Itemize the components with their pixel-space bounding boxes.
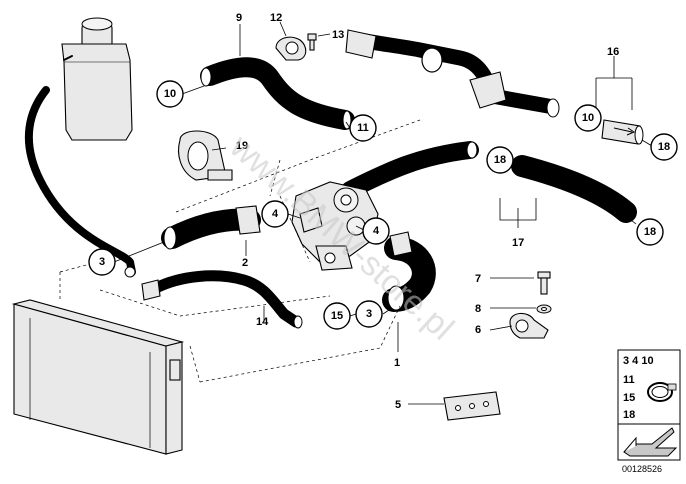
callout-4-left: 4	[261, 200, 289, 228]
hose-17	[511, 155, 637, 223]
svg-text:3: 3	[99, 256, 105, 268]
svg-text:10: 10	[582, 112, 594, 124]
svg-text:18: 18	[494, 154, 506, 166]
expansion-tank	[61, 17, 133, 141]
svg-text:3: 3	[366, 308, 372, 320]
label-2: 2	[242, 257, 248, 269]
svg-text:11: 11	[357, 122, 369, 134]
svg-text:4: 4	[373, 225, 380, 237]
callout-10-left: 10	[156, 80, 184, 108]
diagram-code: 00128526	[622, 464, 662, 474]
label-13: 13	[332, 29, 344, 41]
svg-text:15: 15	[331, 310, 343, 322]
callout-19: 19	[236, 140, 248, 152]
callout-3-left: 3	[88, 248, 116, 276]
label-6: 6	[475, 324, 481, 336]
arrow-icon	[623, 427, 678, 457]
label-14: 14	[256, 316, 269, 328]
legend-line-4: 18	[623, 409, 635, 421]
label-12: 12	[270, 12, 282, 24]
callout-11: 11	[349, 114, 377, 142]
svg-text:19: 19	[236, 140, 248, 152]
svg-text:4: 4	[272, 208, 279, 220]
legend-line-1: 3 4 10	[623, 355, 654, 367]
callout-10-right: 10	[574, 104, 602, 132]
hose-clamp-icon	[647, 382, 677, 402]
clamp-19	[178, 130, 233, 181]
label-5: 5	[395, 399, 401, 411]
label-1: 1	[394, 357, 400, 369]
label-16: 16	[607, 46, 619, 58]
label-17: 17	[512, 237, 524, 249]
callout-15: 15	[323, 302, 351, 330]
hose-9	[200, 57, 355, 130]
label-8: 8	[475, 303, 481, 315]
label-7: 7	[475, 273, 481, 285]
hose-1	[382, 231, 436, 312]
legend-line-2: 11	[623, 374, 635, 386]
legend-box: 3 4 10 11 15 18 00128526	[617, 349, 681, 474]
svg-text:10: 10	[164, 88, 176, 100]
svg-text:18: 18	[644, 226, 656, 238]
callout-18-left: 18	[486, 146, 514, 174]
callout-4-right: 4	[362, 217, 390, 245]
coolant-pipe	[345, 29, 560, 118]
hose-14	[141, 270, 303, 329]
bolt-7	[537, 271, 551, 295]
bracket-5	[443, 391, 501, 421]
callout-3-right: 3	[355, 300, 383, 328]
callout-18-bottom-right: 18	[636, 218, 664, 246]
hose-2	[161, 205, 261, 250]
callout-18-top-right: 18	[650, 133, 678, 161]
clamp-12	[275, 36, 307, 61]
radiator	[11, 299, 185, 455]
washer-8	[536, 304, 552, 314]
hose-16	[601, 119, 644, 145]
label-9: 9	[236, 12, 242, 24]
bolt-13	[307, 33, 317, 51]
svg-text:18: 18	[658, 141, 670, 153]
legend-line-3: 15	[623, 392, 635, 404]
clamp-6	[509, 312, 549, 339]
